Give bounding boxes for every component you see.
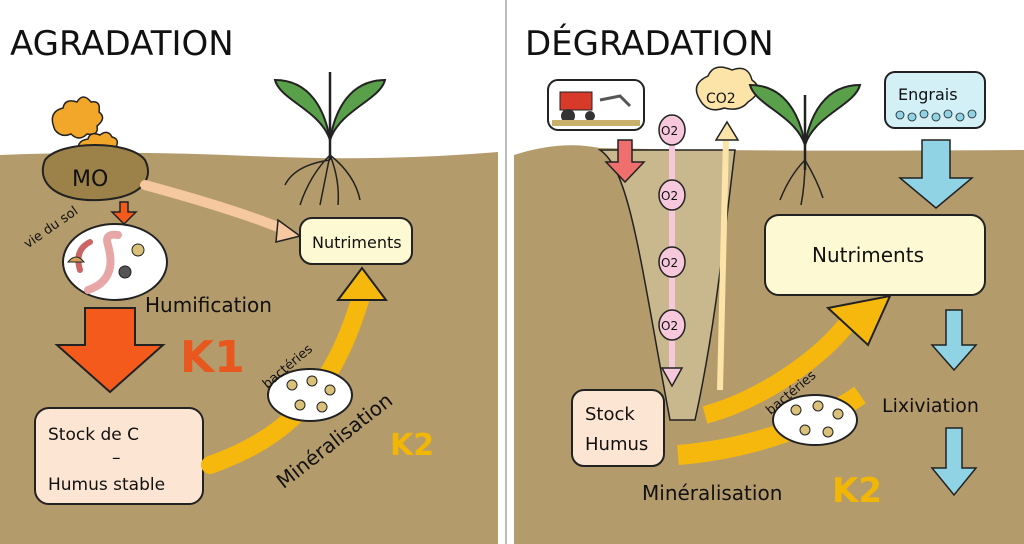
fertilizer-node: Engrais	[884, 71, 986, 129]
oxygen-arrow-head	[660, 367, 684, 388]
o2-label-4: O2	[661, 319, 678, 333]
co2-arrow-head	[714, 120, 740, 141]
nutrients-node-right: Nutriments	[764, 214, 986, 296]
stock-node-left: Stock de C – Humus stable	[34, 407, 204, 505]
tractor-icon	[547, 79, 645, 131]
fertilizer-arrow	[897, 139, 975, 209]
stock-node-right: Stock Humus	[571, 389, 665, 467]
mo-to-nutrients-arrow	[140, 180, 290, 235]
nutrients-label-right: Nutriments	[812, 243, 924, 267]
plant-icon-right	[749, 84, 861, 206]
k2-label-right: K2	[832, 471, 882, 511]
stock-line1-left: Stock de C	[48, 425, 139, 445]
humification-label: Humification	[145, 293, 272, 317]
co2-label: CO2	[706, 91, 736, 107]
co2-arrow-line	[717, 137, 729, 391]
left-panel: AGRADATION MO vie du sol N	[0, 0, 498, 544]
leaching-arrow-bottom	[930, 427, 978, 497]
mineralisation-label-right: Minéralisation	[642, 481, 782, 505]
stock-line1-right: Stock	[585, 404, 635, 425]
mineralisation-arrow-right-top	[702, 314, 858, 424]
leaching-label: Lixiviation	[882, 395, 979, 417]
k1-label: K1	[180, 332, 245, 383]
mo-label: MO	[72, 167, 108, 192]
humification-arrow	[54, 307, 166, 394]
co2-cloud: CO2	[695, 66, 759, 111]
stock-line2-left: Humus stable	[48, 475, 165, 495]
right-panel: DÉGRADATION O2 O2 O2 O2	[514, 23, 1024, 544]
stock-dash-left: –	[112, 448, 121, 468]
nutrients-label-left: Nutriments	[312, 233, 402, 252]
leaching-arrow-top	[930, 309, 978, 372]
oxygen-bubbles: O2 O2 O2 O2	[658, 114, 686, 341]
left-title: AGRADATION	[10, 24, 234, 64]
k2-label-left: K2	[390, 428, 434, 463]
tillage-arrow	[604, 139, 646, 184]
o2-label-2: O2	[661, 189, 678, 203]
nutrients-node-left: Nutriments	[299, 217, 413, 265]
mo-to-soil-life-arrow	[110, 201, 138, 226]
stock-line2-right: Humus	[585, 434, 648, 455]
right-title: DÉGRADATION	[525, 23, 774, 64]
plant-icon-left	[274, 72, 386, 206]
o2-label-1: O2	[661, 124, 678, 138]
o2-label-3: O2	[661, 256, 678, 270]
organic-matter-node: MO	[42, 144, 149, 202]
fertilizer-label: Engrais	[898, 85, 958, 104]
